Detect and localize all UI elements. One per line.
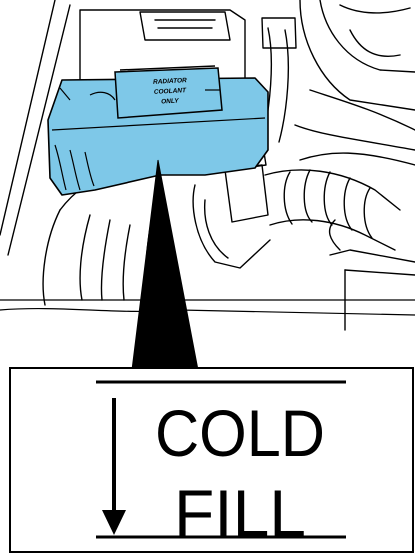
cold-fill-label-box: COLD FILL — [10, 368, 413, 552]
label-line-cold: COLD — [155, 396, 325, 470]
cap-label-line3: ONLY — [161, 98, 180, 106]
label-line-fill: FILL — [174, 476, 306, 550]
reservoir-cap: RADIATOR COOLANT ONLY — [115, 66, 222, 118]
pointer-arrow-icon — [132, 160, 198, 370]
